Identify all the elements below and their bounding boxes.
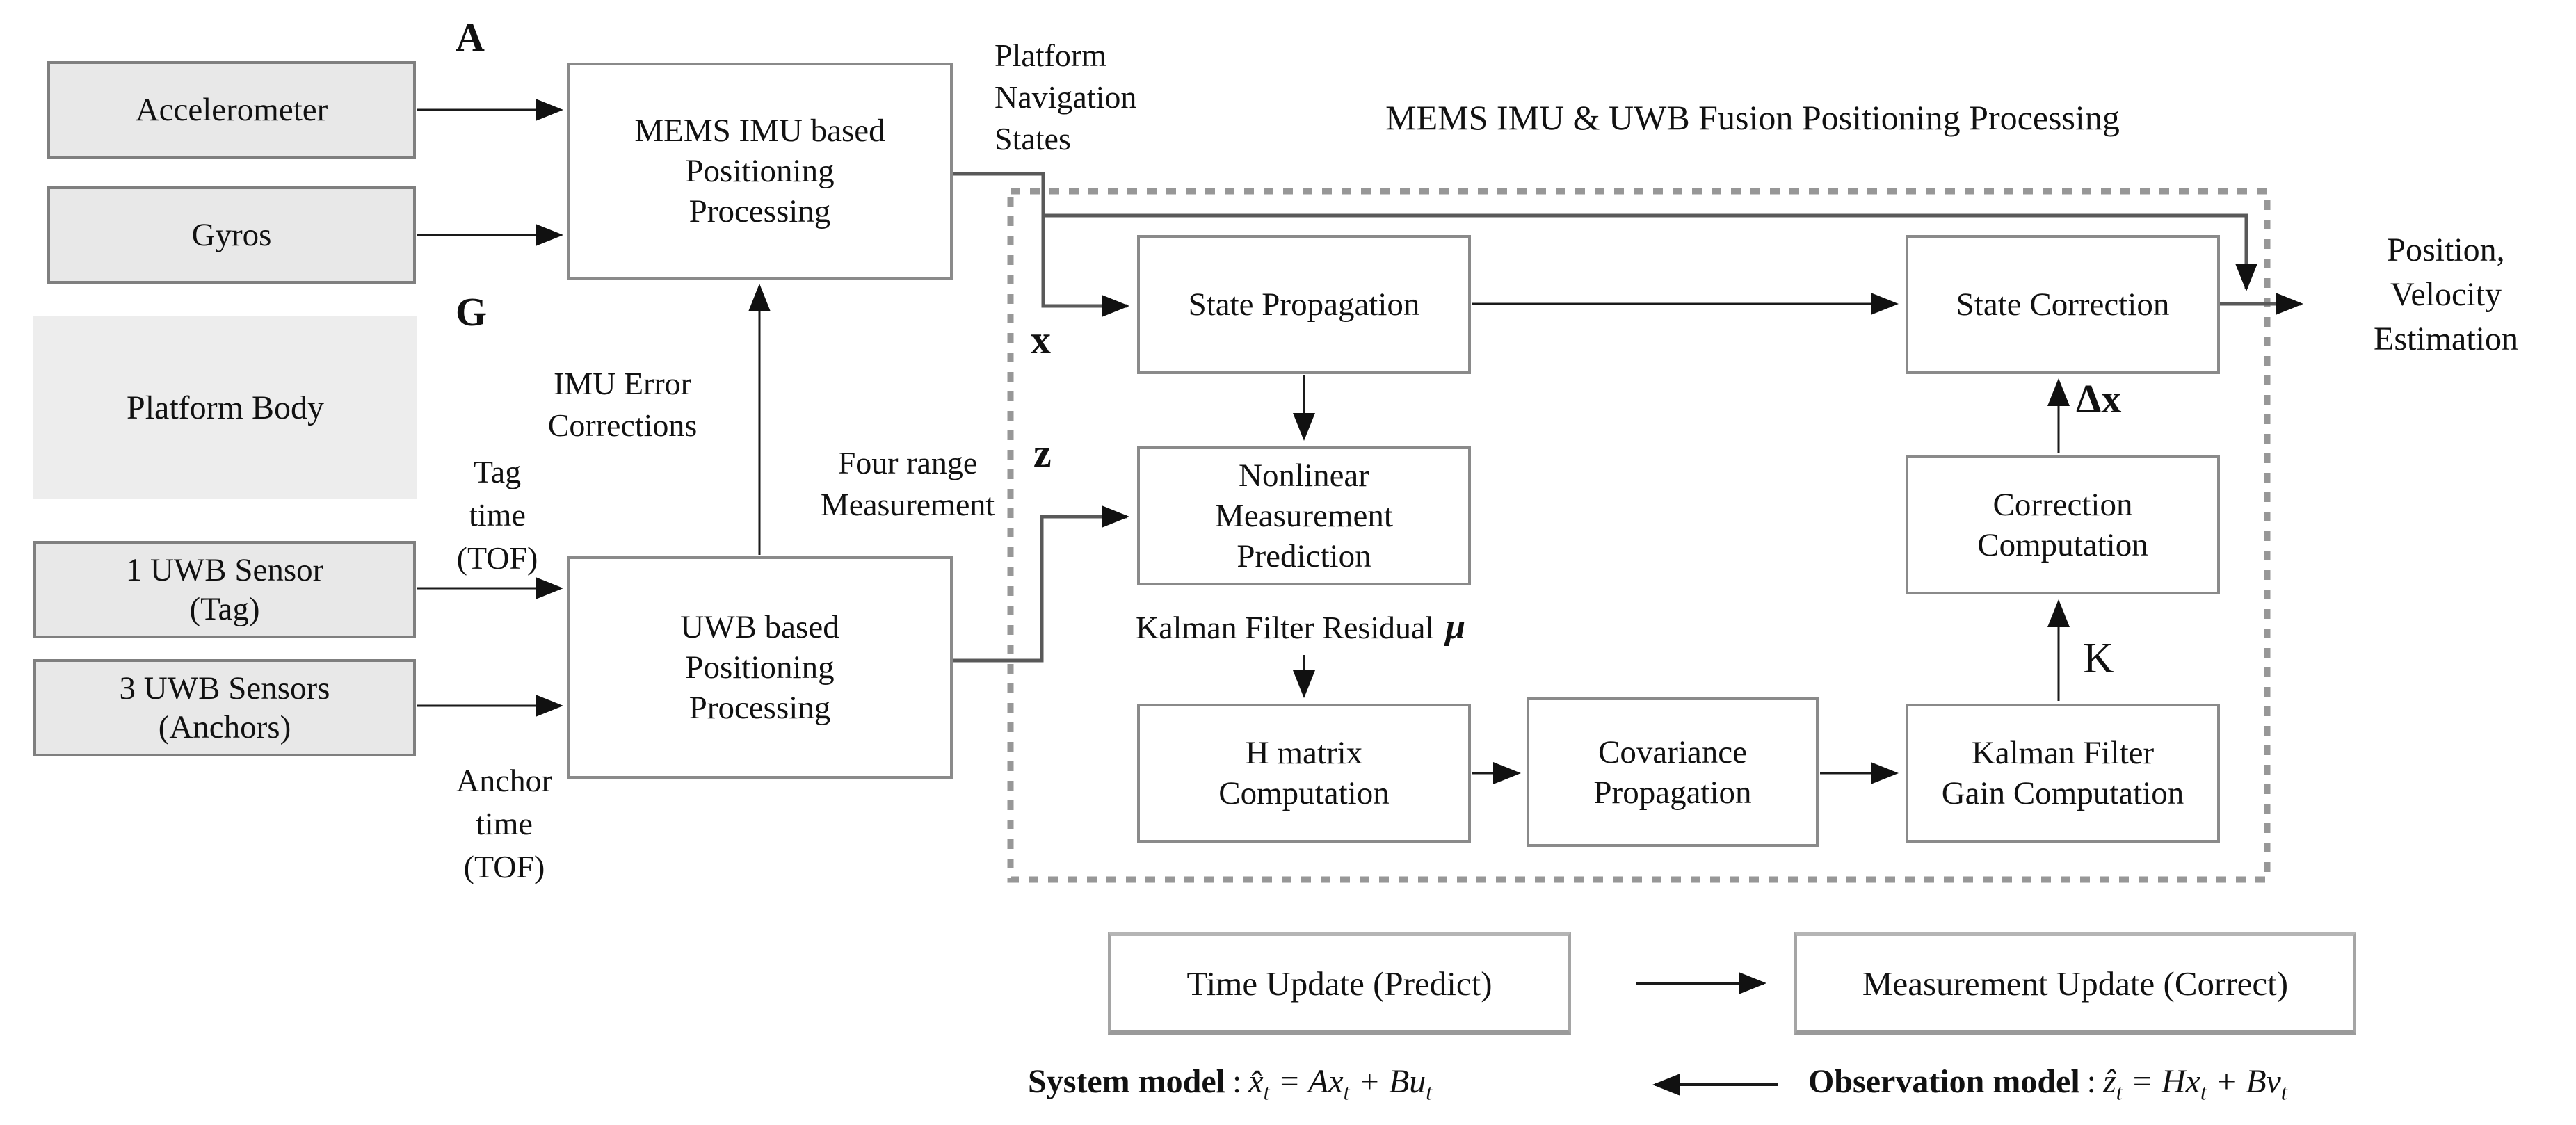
platform-body-box: Platform Body [33, 316, 417, 499]
anchor-time-label: Anchor time (TOF) [456, 763, 552, 884]
z-signal-label: z [1033, 430, 1052, 476]
kalman-residual-text: Kalman Filter Residual [1136, 610, 1435, 645]
correction-computation-label: Correction Computation [1977, 487, 2148, 563]
system-model-label: System model [1028, 1063, 1225, 1100]
accel-signal-a-label: A [456, 15, 485, 60]
system-colon: : [1232, 1063, 1242, 1100]
legend-time-update-label: Time Update (Predict) [1186, 964, 1492, 1003]
state-propagation-box: State Propagation [1137, 235, 1471, 374]
x-signal-label: x [1031, 317, 1051, 362]
gyros-box: Gyros [47, 186, 416, 284]
observation-model-equation: ẑt = Hxt + Bvt [2103, 1063, 2287, 1105]
system-model-equation: x̂t = Axt + But [1248, 1063, 1433, 1105]
system-model-formula: System model:x̂t = Axt + But [1028, 1062, 1432, 1106]
tag-time-label: Tag time (TOF) [456, 454, 538, 576]
fusion-dashed-border [1007, 188, 2271, 883]
uwb-processing-label: UWB based Positioning Processing [680, 609, 839, 726]
position-velocity-estimation-label: Position, Velocity Estimation [2374, 232, 2518, 357]
four-range-measurement-label: Four range Measurement [820, 445, 995, 522]
h-matrix-computation-label: H matrix Computation [1218, 735, 1390, 811]
nonlinear-measurement-prediction-label: Nonlinear Measurement Prediction [1215, 458, 1393, 574]
correction-computation-box: Correction Computation [1906, 455, 2220, 594]
uwb-tag-label: 1 UWB Sensor (Tag) [125, 552, 324, 627]
uwb-processing-box: UWB based Positioning Processing [567, 556, 953, 779]
kalman-gain-computation-label: Kalman Filter Gain Computation [1941, 735, 2184, 811]
wire-nav-states-feedthrough [1043, 213, 2257, 291]
accelerometer-label: Accelerometer [135, 92, 328, 128]
imu-error-corrections-label: IMU Error Corrections [547, 366, 698, 443]
mu-symbol: μ [1445, 607, 1466, 647]
state-correction-box: State Correction [1906, 235, 2220, 374]
observation-model-label: Observation model [1808, 1063, 2080, 1100]
covariance-propagation-box: Covariance Propagation [1527, 697, 1819, 847]
platform-nav-states-label: Platform Navigation States [995, 38, 1137, 156]
h-matrix-computation-box: H matrix Computation [1137, 704, 1471, 843]
uwb-anchors-box: 3 UWB Sensors (Anchors) [33, 659, 416, 756]
covariance-propagation-label: Covariance Propagation [1593, 734, 1752, 811]
uwb-tag-box: 1 UWB Sensor (Tag) [33, 541, 416, 638]
nonlinear-measurement-prediction-box: Nonlinear Measurement Prediction [1137, 446, 1471, 585]
wire-uwb-to-nonlinear-z [953, 505, 1129, 663]
state-correction-label: State Correction [1956, 286, 2170, 323]
gyros-label: Gyros [191, 217, 272, 253]
gyro-signal-g-label: G [456, 289, 488, 334]
mems-processing-box: MEMS IMU based Positioning Processing [567, 63, 953, 280]
fusion-title: MEMS IMU & UWB Fusion Positioning Proces… [1385, 98, 2120, 137]
kalman-residual-label: Kalman Filter Residual μ [1136, 606, 1465, 647]
state-propagation-label: State Propagation [1188, 286, 1420, 323]
wire-mems-to-stateprop-x [953, 172, 1129, 317]
platform-body-label: Platform Body [127, 389, 324, 426]
k-gain-label: K [2083, 635, 2114, 682]
legend-time-update-box: Time Update (Predict) [1108, 932, 1571, 1035]
kalman-gain-computation-box: Kalman Filter Gain Computation [1906, 704, 2220, 843]
observation-model-formula: Observation model:ẑt = Hxt + Bvt [1808, 1062, 2287, 1106]
legend-measurement-update-label: Measurement Update (Correct) [1862, 964, 2289, 1003]
uwb-anchors-label: 3 UWB Sensors (Anchors) [119, 670, 330, 745]
accelerometer-box: Accelerometer [47, 61, 416, 159]
delta-x-label: Δx [2076, 376, 2122, 421]
legend-measurement-update-box: Measurement Update (Correct) [1794, 932, 2356, 1035]
mems-processing-label: MEMS IMU based Positioning Processing [634, 113, 885, 229]
observation-colon: : [2086, 1063, 2096, 1100]
